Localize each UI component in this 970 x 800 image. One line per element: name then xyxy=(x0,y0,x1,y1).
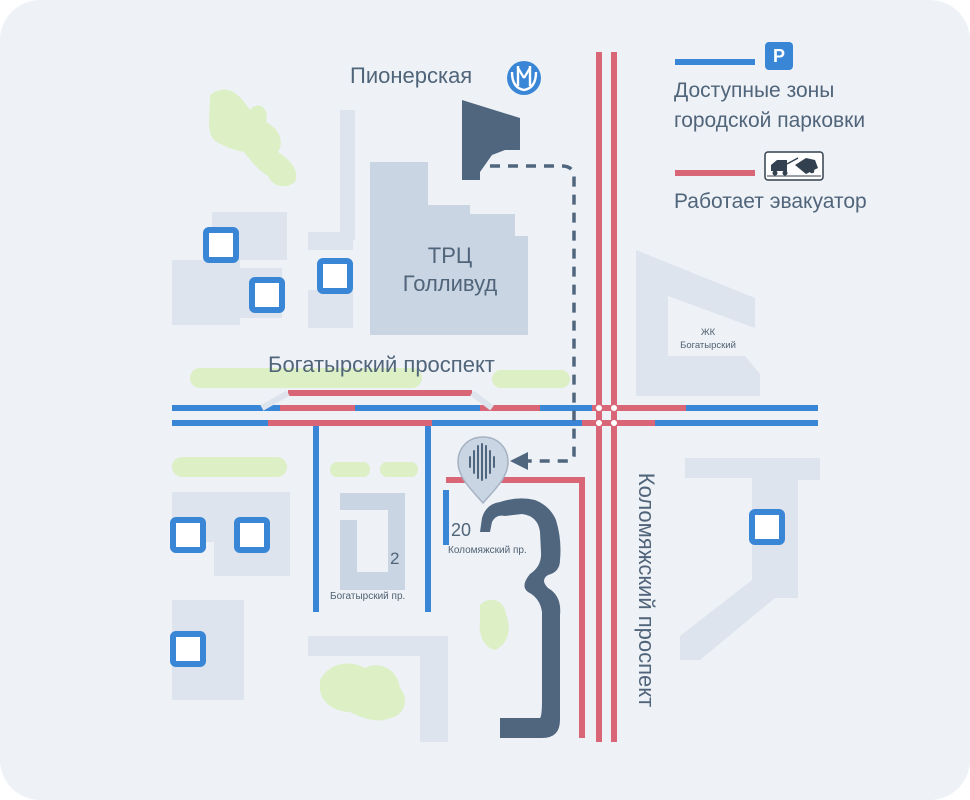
residential-complex-label-line1: ЖК xyxy=(700,327,716,338)
parking-icon-letter: P xyxy=(772,46,785,66)
residential-complex-building xyxy=(636,250,760,396)
green-areas xyxy=(172,89,570,721)
metro-exit-building xyxy=(462,100,520,180)
intersections xyxy=(596,405,617,426)
building xyxy=(308,290,353,328)
green-strip-bogatyrsky xyxy=(190,368,422,388)
mall-label: ТРЦ Голливуд xyxy=(390,242,510,298)
green-strip-left xyxy=(172,457,287,477)
green-strip-kolomyazhsky xyxy=(492,370,570,388)
house-number-20: 20 xyxy=(451,520,472,540)
intersection-dot xyxy=(596,420,602,426)
parking-marker[interactable] xyxy=(749,509,785,545)
parking-marker[interactable] xyxy=(170,631,206,667)
parking-marker[interactable] xyxy=(203,227,239,263)
street-label-kolomyazhsky-avenue: Коломяжский проспект xyxy=(634,472,659,708)
legend-parking-line2: городской парковки xyxy=(674,109,866,132)
parking-marker[interactable] xyxy=(170,517,206,553)
parking-marker[interactable] xyxy=(234,517,270,553)
intersection-dot xyxy=(611,405,617,411)
tow-truck-icon xyxy=(764,151,824,181)
building-house-2 xyxy=(340,493,405,590)
building xyxy=(340,110,355,240)
green-strip-mid xyxy=(330,462,370,477)
metro-icon[interactable] xyxy=(507,61,541,95)
parking-marker[interactable] xyxy=(317,258,353,294)
green-strip-mid2 xyxy=(380,462,418,477)
building xyxy=(680,458,820,660)
building xyxy=(308,232,353,250)
location-pin-icon[interactable] xyxy=(457,436,509,505)
legend-parking-text: Доступные зоны городской парковки xyxy=(674,76,865,136)
legend-tow-text: Работает эвакуатор xyxy=(674,190,867,213)
buildings xyxy=(172,110,820,742)
house-number-2: 2 xyxy=(390,549,400,568)
street-label-bogatyrsky-avenue: Богатырский проспект xyxy=(268,352,495,377)
building xyxy=(172,260,240,325)
building xyxy=(308,636,448,742)
park-north-west xyxy=(209,89,297,187)
street-label-bogatyrsky-short: Богатырский пр. xyxy=(330,591,406,602)
residential-complex-label: ЖК Богатырский xyxy=(668,326,748,352)
mall-building xyxy=(370,162,528,335)
mall-label-line1: ТРЦ xyxy=(427,243,473,268)
park-south xyxy=(320,663,405,721)
kolomyazhsky-avenue-lines xyxy=(579,52,617,742)
metro-station-label: Пионерская xyxy=(350,63,473,88)
legend-parking-line1: Доступные зоны xyxy=(674,79,835,102)
mall-label-line2: Голливуд xyxy=(402,271,498,296)
residential-complex-label-line2: Богатырский xyxy=(680,340,736,351)
parking-marker[interactable] xyxy=(249,277,285,313)
destination-building-20 xyxy=(480,498,561,738)
parking-markers xyxy=(170,227,785,667)
intersection-dot xyxy=(596,405,602,411)
service-road-connector xyxy=(260,390,290,411)
street-label-kolomyazhsky-short: Коломяжский пр. xyxy=(448,545,527,556)
service-road-connector xyxy=(470,390,494,411)
intersection-dot xyxy=(611,420,617,426)
bogatyrsky-avenue-lines xyxy=(172,390,818,426)
walking-route-dashed xyxy=(490,164,576,463)
parking-icon xyxy=(765,42,793,70)
route-arrow-head xyxy=(510,452,528,470)
park-south-center xyxy=(479,599,509,650)
